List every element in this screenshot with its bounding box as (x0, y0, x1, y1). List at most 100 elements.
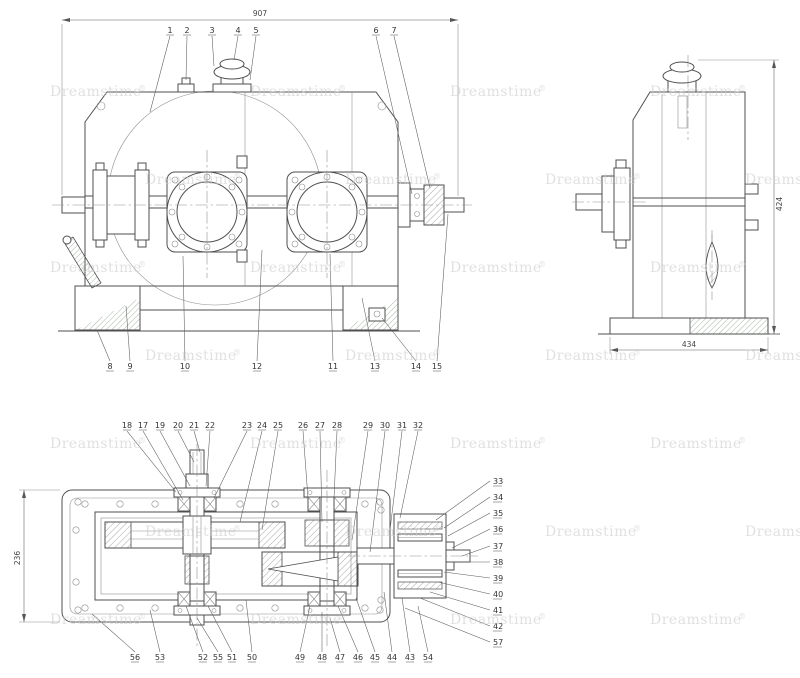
callout-label: 12 (252, 362, 262, 371)
callout-label: 42 (493, 622, 503, 631)
callout-label: 25 (273, 421, 283, 430)
callout-label: 48 (317, 653, 327, 662)
callout-label: 2 (184, 26, 189, 35)
callout-leader (177, 430, 195, 463)
callout-leader (417, 605, 429, 653)
watermark-reg-mark: ® (633, 348, 641, 357)
callout-leader (401, 597, 411, 653)
callout-leader (233, 35, 239, 61)
dim-label-section-depth: 236 (13, 551, 22, 566)
watermark-reg-mark: ® (738, 260, 746, 269)
callout-leader (239, 430, 263, 523)
callout-leader (443, 571, 491, 579)
watermark-reg-mark: ® (538, 84, 546, 93)
callout-label: 55 (213, 653, 223, 662)
callout-leader (383, 591, 393, 653)
watermark-reg-mark: ® (738, 612, 746, 621)
callout-leader (91, 613, 136, 653)
watermark-text: Dreamstime (650, 436, 742, 452)
callout-leader (447, 512, 491, 537)
callout-label: 47 (335, 653, 345, 662)
rib-bolt-bottom (236, 249, 248, 263)
watermark-text: Dreamstime (50, 84, 142, 100)
section-view: 236 (13, 444, 478, 648)
callout-leader (437, 581, 491, 595)
callout-label: 28 (332, 421, 342, 430)
callout-label: 49 (295, 653, 305, 662)
callout-leader (355, 597, 376, 653)
watermark-layer: Dreamstime®Dreamstime®Dreamstime®Dreamst… (50, 84, 800, 628)
callout-label: 21 (189, 421, 199, 430)
callout-leader (319, 430, 323, 523)
callout-label: 24 (257, 421, 267, 430)
watermark-reg-mark: ® (633, 172, 641, 181)
callout-leader (399, 430, 419, 519)
callout-leader (389, 430, 403, 531)
callout-label: 17 (138, 421, 148, 430)
callout-label: 23 (242, 421, 252, 430)
callout-leader (125, 305, 131, 362)
dimension-side-height: 424 (698, 59, 784, 335)
flange-bolt-lower (744, 219, 759, 231)
drain-plug (368, 307, 386, 322)
callout-label: 53 (155, 653, 165, 662)
callout-leader (381, 317, 417, 362)
callout-label: 38 (493, 558, 503, 567)
callout-leader (429, 591, 491, 611)
callout-label: 39 (493, 574, 503, 583)
callout-label: 57 (493, 638, 503, 647)
callout-leader (375, 35, 413, 195)
callout-label: 5 (253, 26, 258, 35)
callout-leader (149, 35, 171, 113)
callout-label: 54 (423, 653, 433, 662)
callout-label: 6 (373, 26, 378, 35)
watermark-text: Dreamstime (745, 524, 800, 540)
callout-leader (213, 430, 248, 499)
callout-leader (337, 605, 359, 653)
rib-bolt-top (236, 155, 248, 169)
callout-leader (256, 249, 263, 362)
flange-bolt-upper (744, 183, 759, 195)
watermark-text: Dreamstime (650, 612, 742, 628)
callout-leader (196, 617, 219, 653)
watermark-text: Dreamstime (345, 524, 437, 540)
callout-leader (436, 213, 449, 362)
watermark-reg-mark: ® (338, 436, 346, 445)
dim-label-side-width: 434 (682, 340, 697, 349)
callout-label: 19 (155, 421, 165, 430)
callout-label: 18 (122, 421, 132, 430)
watermark-text: Dreamstime (545, 524, 637, 540)
callout-leader (142, 430, 184, 501)
callout-leader (211, 35, 215, 67)
watermark-reg-mark: ® (138, 436, 146, 445)
filler-plug (177, 77, 195, 93)
callout-leader (299, 605, 311, 653)
callout-label: 9 (127, 362, 132, 371)
callout-leader (329, 253, 334, 362)
callout-leader (205, 430, 211, 487)
watermark-reg-mark: ® (538, 260, 546, 269)
watermark-text: Dreamstime (50, 260, 142, 276)
dimension-overall-width: 907 (61, 9, 459, 196)
callout-label: 36 (493, 525, 503, 534)
callout-leader (333, 430, 338, 499)
watermark-reg-mark: ® (138, 84, 146, 93)
callout-leader (126, 430, 177, 493)
watermark-reg-mark: ® (433, 524, 441, 533)
callout-label: 20 (173, 421, 183, 430)
callout-leader (461, 545, 491, 557)
watermark-reg-mark: ® (138, 260, 146, 269)
callout-label: 15 (432, 362, 442, 371)
callout-label: 43 (405, 653, 415, 662)
callout-label: 22 (205, 421, 215, 430)
dim-label-side-height: 424 (775, 197, 784, 212)
callout-leader (207, 605, 233, 653)
watermark-reg-mark: ® (338, 612, 346, 621)
